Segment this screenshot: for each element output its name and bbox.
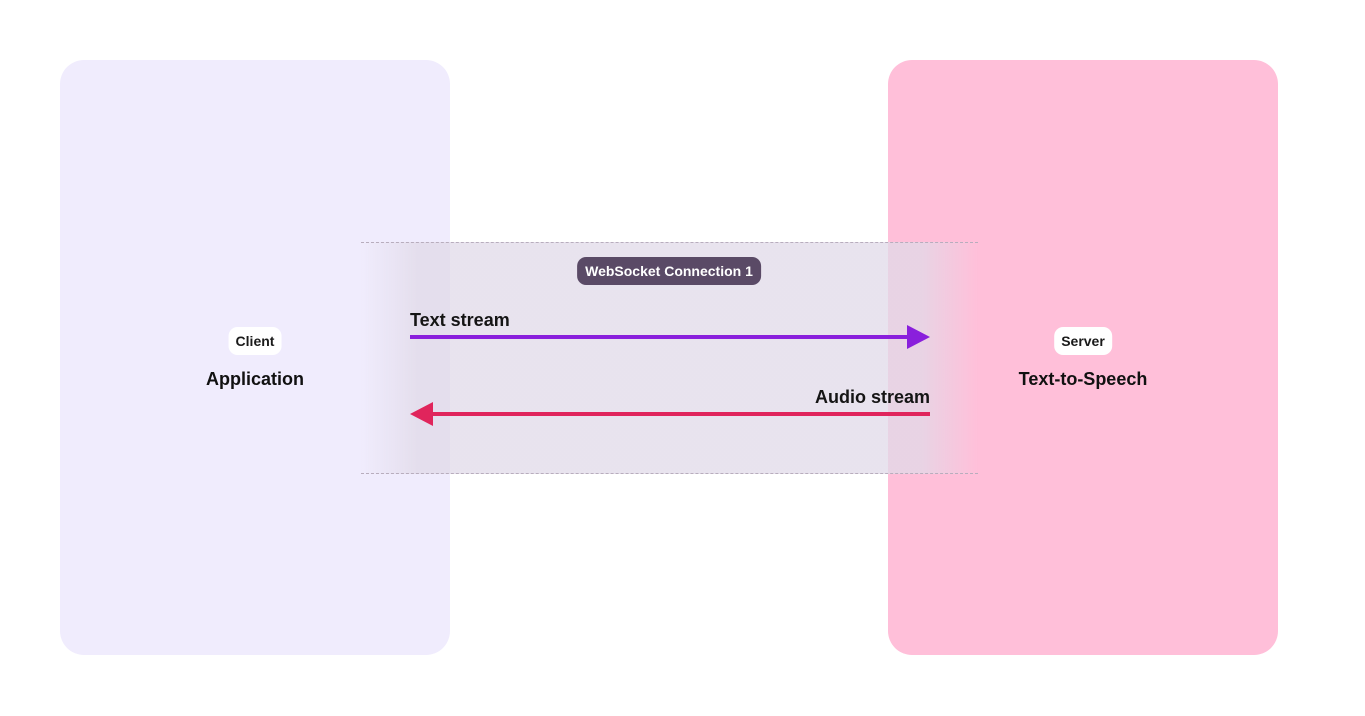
connection-label: WebSocket Connection 1: [577, 257, 761, 285]
client-tag: Client: [228, 327, 282, 355]
client-title: Application: [206, 369, 304, 389]
text-stream-arrow: [410, 325, 930, 349]
text-stream-arrow-head: [907, 325, 930, 349]
audio-stream-arrow-head: [410, 402, 433, 426]
audio-stream-arrow: [410, 402, 930, 426]
text-stream-label: Text stream: [410, 310, 510, 330]
audio-stream-label: Audio stream: [814, 387, 930, 407]
server-title: Text-to-Speech: [1018, 369, 1148, 389]
server-tag: Server: [1054, 327, 1112, 355]
